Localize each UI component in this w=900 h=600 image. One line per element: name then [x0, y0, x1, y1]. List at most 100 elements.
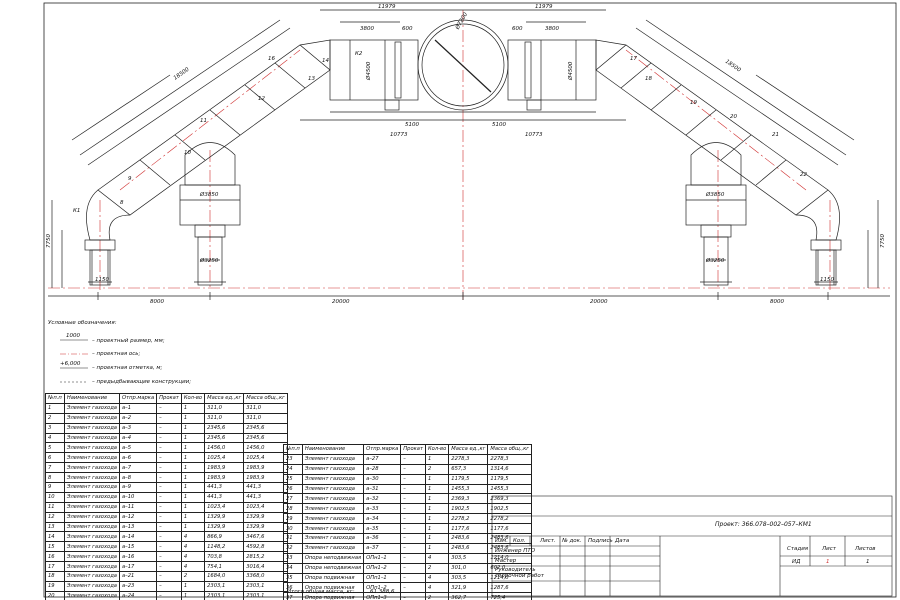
spec-cell: Элемент газохода	[63, 402, 120, 414]
spec-cell: Элемент газохода	[301, 542, 365, 554]
spec-cell: а–34	[363, 513, 402, 525]
spec-cell: а–37	[363, 542, 402, 554]
spec-header-cell: Кол-во	[424, 444, 450, 455]
dim-600-right: 600	[512, 26, 523, 32]
spec-cell: 754,1	[204, 561, 245, 573]
spec-cell: 2369,3	[448, 493, 489, 505]
spec-header-cell: №п.п	[283, 444, 303, 455]
spec-cell: –	[156, 422, 182, 434]
spec-cell: 1329,9	[204, 511, 245, 523]
spec-cell: 17	[45, 561, 65, 573]
spec-cell: 1	[424, 542, 450, 554]
spec-cell: 25	[283, 473, 303, 485]
spec-cell: 1025,4	[243, 452, 288, 464]
spec-cell: 20	[45, 590, 65, 600]
spec-cell: 13	[45, 521, 65, 533]
spec-cell: 1329,9	[204, 521, 245, 533]
spec-cell: 2	[424, 562, 450, 574]
element-mark-18: 18	[645, 76, 652, 82]
spec-cell: а–33	[363, 503, 402, 515]
spec-cell: 5	[45, 442, 65, 454]
spec-cell: а–28	[363, 463, 402, 475]
spec-cell: а–17	[118, 561, 158, 573]
spec-cell: 1314,6	[487, 463, 532, 475]
spec-cell: Элемент газохода	[63, 432, 120, 444]
spec-cell: 1	[180, 590, 206, 600]
spec-cell: 1983,9	[204, 472, 245, 484]
spec-cell: а–35	[363, 523, 402, 535]
spec-cell: 27	[283, 493, 303, 505]
spec-cell: 26	[283, 483, 303, 495]
spec-cell: –	[400, 473, 426, 485]
spec-cell: –	[400, 582, 426, 594]
spec-cell: 2	[45, 412, 65, 424]
spec-cell: а–24	[118, 590, 158, 600]
spec-header-cell: Наименование	[301, 444, 365, 455]
legend-dim-sample: 1000	[66, 333, 80, 339]
spec-cell: ОПп1–1	[363, 572, 402, 584]
tb-stage-value: ИД	[792, 559, 801, 565]
spec-cell: 4	[180, 561, 206, 573]
dim-5100-left: 5100	[405, 122, 419, 128]
spec-cell: а–16	[118, 551, 158, 563]
dim-18500-left: 18500	[173, 66, 191, 81]
spec-cell: 311,0	[243, 412, 288, 424]
spec-cell: Элемент газохода	[63, 580, 120, 592]
spec-cell: 301,0	[448, 562, 489, 574]
spec-cell: 4	[180, 531, 206, 543]
spec-cell: –	[156, 432, 182, 444]
spec-cell: –	[156, 452, 182, 464]
spec-cell: 1179,5	[487, 473, 532, 485]
spec-cell: Элемент газохода	[301, 503, 365, 515]
spec-cell: 725,4	[487, 592, 532, 600]
spec-cell: –	[156, 590, 182, 600]
spec-cell: а–4	[118, 432, 158, 444]
total-mass-label: Итого общая масса, кг:	[287, 589, 355, 595]
spec-cell: 14	[45, 531, 65, 543]
spec-header-cell: Отпр.марка	[363, 444, 402, 455]
legend-dim-text: – проектный размер, мм;	[92, 338, 165, 344]
spec-cell: 1177,6	[487, 523, 532, 535]
spec-cell: 2345,6	[243, 422, 288, 434]
spec-cell: а–27	[363, 453, 402, 465]
spec-cell: 33	[283, 552, 303, 564]
spec-cell: –	[156, 541, 182, 553]
dim-18500-right: 18500	[724, 59, 742, 74]
spec-cell: –	[400, 552, 426, 564]
spec-cell: 703,8	[204, 551, 245, 563]
spec-cell: 2278,3	[448, 453, 489, 465]
spec-cell: а–15	[118, 541, 158, 553]
legend-mark-sample: +6,000	[60, 361, 81, 367]
tb-col-kol: Кол.	[513, 538, 526, 544]
dim-top-right-width: 11979	[535, 4, 553, 10]
spec-cell: 2303,1	[243, 590, 288, 600]
spec-cell: 1023,4	[204, 501, 245, 513]
spec-cell: а–7	[118, 462, 158, 474]
dim-3250-right: Ø3250	[705, 257, 725, 264]
legend-title: Условные обозначения:	[48, 320, 117, 326]
spec-cell: 2345,6	[204, 422, 245, 434]
spec-cell: 31	[283, 533, 303, 544]
spec-cell: а–13	[118, 521, 158, 533]
spec-cell: 1	[180, 402, 206, 414]
spec-cell: –	[400, 542, 426, 554]
spec-cell: 1	[180, 580, 206, 592]
spec-cell: Элемент газохода	[301, 533, 365, 544]
spec-cell: а–11	[118, 501, 158, 513]
dim-8000-right: 8000	[770, 299, 784, 305]
spec-cell: 3016,4	[243, 561, 288, 573]
spec-cell: 4592,8	[243, 541, 288, 553]
spec-header-cell: Отпр.марка	[118, 393, 158, 404]
spec-header-cell: Прокат	[156, 393, 182, 404]
spec-cell: 657,3	[448, 463, 489, 475]
spec-cell: 2	[424, 592, 450, 600]
dim-3850-right: Ø3850	[705, 191, 725, 198]
spec-cell: 1902,5	[487, 503, 532, 515]
spec-cell: 2	[424, 463, 450, 475]
spec-cell: 23	[283, 453, 303, 465]
